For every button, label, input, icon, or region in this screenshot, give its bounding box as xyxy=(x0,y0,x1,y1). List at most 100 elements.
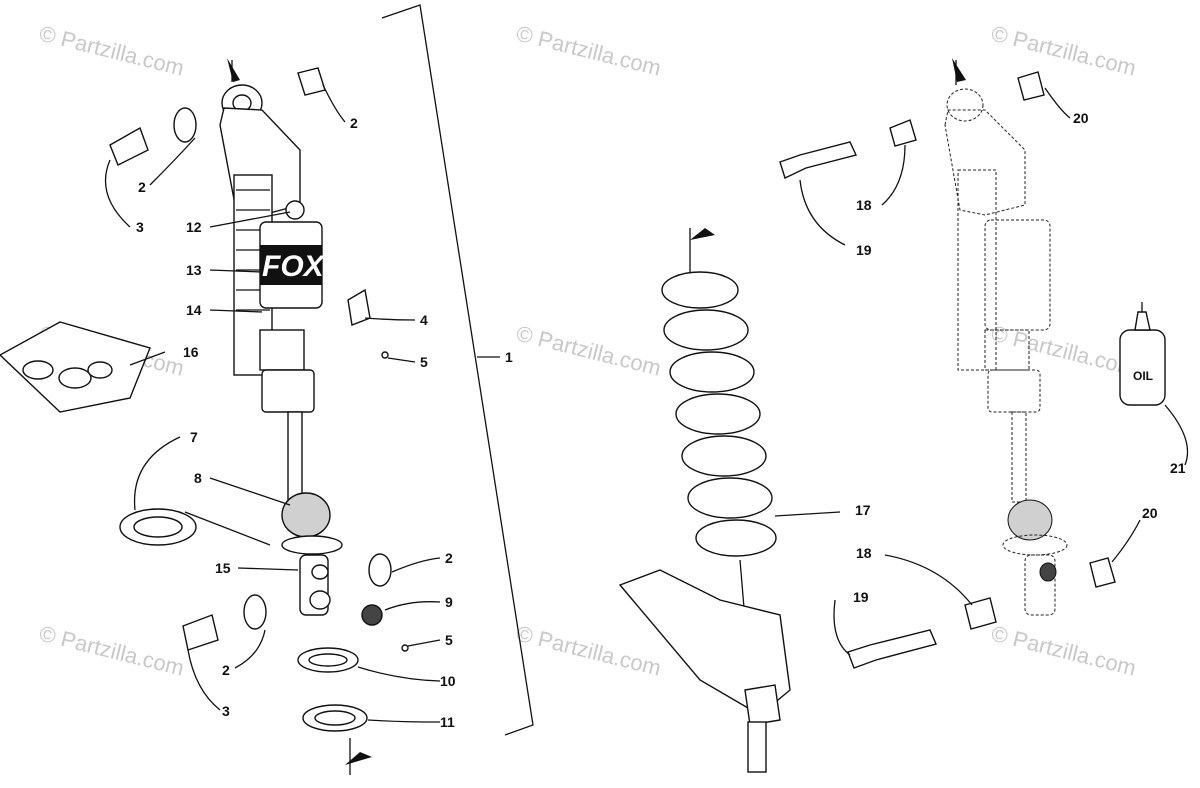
callout-3: 3 xyxy=(136,219,144,235)
direction-arrow xyxy=(690,228,715,240)
watermark: © Partzilla.com xyxy=(514,21,664,81)
dashed-reservoir xyxy=(984,219,1051,331)
decal-hole xyxy=(58,367,92,389)
shock-assembly-left: FOX xyxy=(219,58,372,775)
watermark: © Partzilla.com xyxy=(989,621,1139,681)
eyelet-hole xyxy=(309,590,331,610)
callout-leaders-right xyxy=(799,87,1189,656)
callout-8: 8 xyxy=(194,470,202,486)
callout-2: 2 xyxy=(350,115,358,131)
leader-line xyxy=(774,511,841,517)
fox-logo: FOX xyxy=(262,250,326,283)
flange-bushing xyxy=(1089,557,1116,588)
callout-9: 9 xyxy=(445,594,453,610)
knob-part xyxy=(347,288,371,326)
decal-hole xyxy=(87,361,113,379)
a-arm-mount xyxy=(744,684,781,726)
nut-hole xyxy=(314,710,356,726)
callout-11: 11 xyxy=(440,714,455,730)
spacer xyxy=(368,553,392,587)
spring-coil xyxy=(675,393,761,435)
callout-14: 14 xyxy=(186,302,202,318)
direction-arrow xyxy=(345,752,372,765)
callout-19: 19 xyxy=(853,589,869,605)
callout-1: 1 xyxy=(505,349,513,365)
watermark: © Partzilla.com xyxy=(514,321,664,381)
shock-shaft xyxy=(287,411,303,503)
screw xyxy=(381,351,389,359)
callout-4: 4 xyxy=(420,312,428,328)
bump-stop xyxy=(1007,499,1053,541)
callout-20: 20 xyxy=(1142,505,1158,521)
watermark: © Partzilla.com xyxy=(989,21,1139,81)
hardware-right xyxy=(779,71,1116,669)
spring-coil xyxy=(681,435,767,477)
callouts-right: 20 18 19 21 20 18 19 xyxy=(853,110,1186,605)
oil-label: OIL xyxy=(1133,369,1153,383)
spacer xyxy=(173,107,197,143)
callout-19: 19 xyxy=(856,242,872,258)
screw xyxy=(401,644,409,652)
callout-15: 15 xyxy=(215,560,231,576)
oil-bottle-body xyxy=(1119,329,1166,406)
spring-coil xyxy=(669,351,755,393)
decal-hole xyxy=(22,360,54,380)
spring-seat xyxy=(281,535,343,555)
callout-18: 18 xyxy=(856,545,872,561)
assembly-bracket xyxy=(381,4,534,736)
oil-bottle-nozzle xyxy=(1134,311,1151,331)
reservoir-band xyxy=(260,245,322,285)
flange-bushing xyxy=(1017,71,1045,101)
callout-2: 2 xyxy=(445,550,453,566)
small-parts-left xyxy=(109,67,409,732)
shock-bottom-cap xyxy=(261,369,315,413)
bolt xyxy=(779,141,857,179)
dashed-spring-seat xyxy=(1002,534,1068,556)
dashed-bottom-cap xyxy=(987,369,1041,413)
callout-2: 2 xyxy=(222,662,230,678)
callout-leaders-left xyxy=(104,84,441,723)
retainer-hole xyxy=(133,516,183,538)
spacer xyxy=(964,597,997,630)
shock-lower-body xyxy=(259,329,305,371)
callout-17: 17 xyxy=(855,502,871,518)
callout-7: 7 xyxy=(190,429,198,445)
valve-cap xyxy=(361,604,383,626)
spring-coil xyxy=(661,271,739,309)
spring-coil xyxy=(663,309,749,351)
dashed-eyelet xyxy=(946,88,984,122)
a-arm-body xyxy=(618,569,791,716)
callouts-left: 2 2 3 12 13 14 4 5 1 16 7 8 15 2 9 5 10 … xyxy=(136,115,513,730)
spacer xyxy=(889,119,917,147)
callout-21: 21 xyxy=(1170,460,1186,476)
oil-bottle: OIL xyxy=(1119,302,1166,406)
watermark: © Partzilla.com xyxy=(37,621,187,681)
ball-joint-stud xyxy=(747,721,767,773)
coil-spring: 17 xyxy=(661,228,871,635)
bushing xyxy=(109,126,149,166)
dashed-bottom-eyelet xyxy=(1024,554,1056,616)
watermark: © Partzilla.com xyxy=(514,621,664,681)
dashed-head xyxy=(944,109,1026,216)
spacer xyxy=(243,594,267,630)
valve-cap xyxy=(1039,562,1057,582)
direction-arrow xyxy=(227,58,240,82)
dashed-cylinder xyxy=(957,169,997,371)
ring-hole xyxy=(308,653,348,667)
watermark: © Partzilla.com xyxy=(37,21,187,81)
callout-12: 12 xyxy=(186,219,202,235)
watermark-layer: © Partzilla.com © Partzilla.com © Partzi… xyxy=(37,21,1139,681)
callout-5: 5 xyxy=(445,632,453,648)
bolt xyxy=(847,629,937,669)
a-arm xyxy=(618,569,791,773)
spring-coil xyxy=(687,477,773,519)
direction-arrow xyxy=(952,58,966,82)
shock-assembly-right xyxy=(944,58,1068,616)
bushing xyxy=(297,67,326,96)
callout-10: 10 xyxy=(440,673,456,689)
eyelet-hole xyxy=(311,564,329,580)
spring-coil xyxy=(695,519,777,557)
callout-2: 2 xyxy=(138,179,146,195)
